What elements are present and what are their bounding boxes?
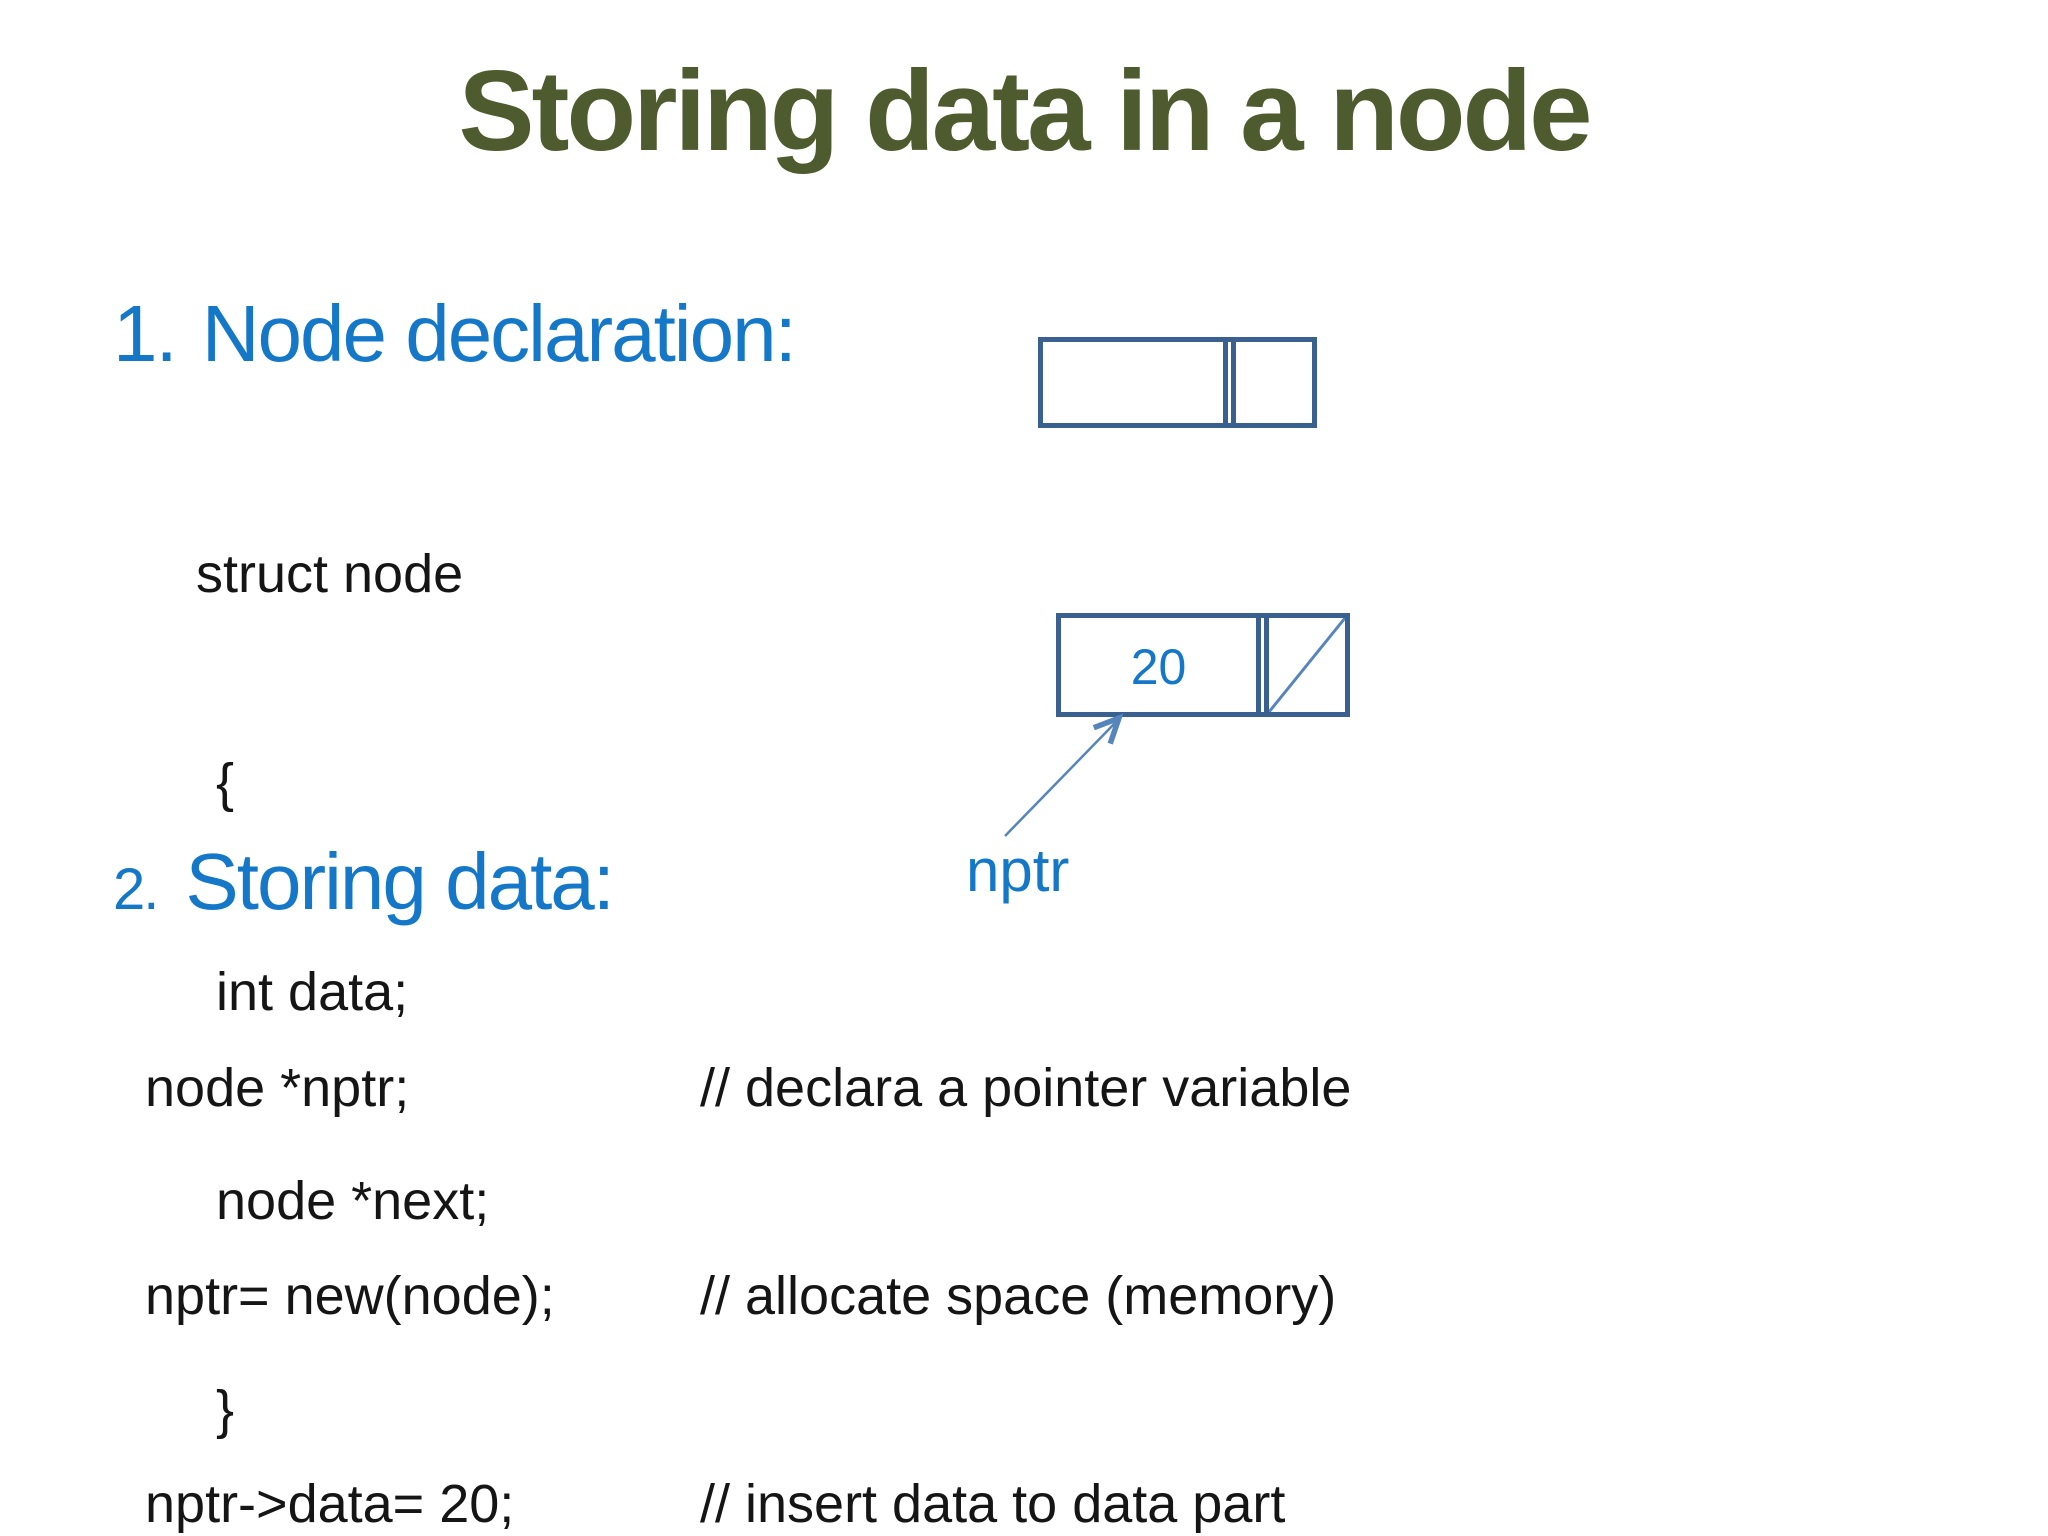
code-statement: node *nptr; — [145, 1058, 410, 1118]
section-1-heading: 1. Node declaration: — [113, 288, 797, 380]
struct-declaration-code: struct node { int data; node *next; } — [196, 408, 489, 1536]
nptr-label: nptr — [966, 837, 1070, 904]
section-2-heading: 2. Storing data: — [113, 836, 615, 928]
code-row: node *nptr; // declara a pointer variabl… — [145, 1046, 1400, 1130]
section-1-label: Node declaration: — [201, 289, 797, 378]
arrow-head — [1092, 713, 1124, 745]
section-2-number: 2. — [113, 857, 159, 922]
code-comment: // declara a pointer variable — [700, 1058, 1352, 1118]
code-statement: nptr->data= 20; — [145, 1474, 515, 1534]
null-slash-line — [1269, 618, 1345, 712]
code-comment: // allocate space (memory) — [700, 1266, 1337, 1326]
node-pointer-cell — [1264, 618, 1345, 712]
code-row: nptr= new(node); // allocate space (memo… — [145, 1254, 1400, 1338]
slide-title: Storing data in a node — [458, 48, 1592, 175]
code-line: } — [216, 1380, 235, 1440]
section-1-number: 1. — [113, 289, 178, 378]
empty-node-diagram — [1038, 337, 1317, 428]
node-data-cell: 20 — [1061, 618, 1261, 712]
nptr-arrow-icon — [1004, 713, 1124, 837]
code-row: nptr->data= 20; // insert data to data p… — [145, 1462, 1400, 1536]
filled-node-diagram: 20 — [1056, 613, 1350, 717]
null-slash-icon — [1269, 618, 1345, 712]
code-line: int data; — [216, 962, 409, 1022]
node-pointer-cell — [1231, 342, 1312, 423]
section-2-label: Storing data: — [185, 837, 615, 926]
node-data-cell — [1043, 342, 1228, 423]
code-line: struct node — [196, 544, 464, 604]
node-data-value: 20 — [1130, 639, 1187, 695]
code-line: node *next; — [216, 1171, 490, 1231]
code-comment: // insert data to data part — [700, 1474, 1286, 1534]
code-line: { — [216, 753, 235, 813]
code-statement: nptr= new(node); — [145, 1266, 555, 1326]
storing-code-block: node *nptr; // declara a pointer variabl… — [145, 922, 1400, 1536]
arrow-shaft — [1004, 722, 1116, 837]
